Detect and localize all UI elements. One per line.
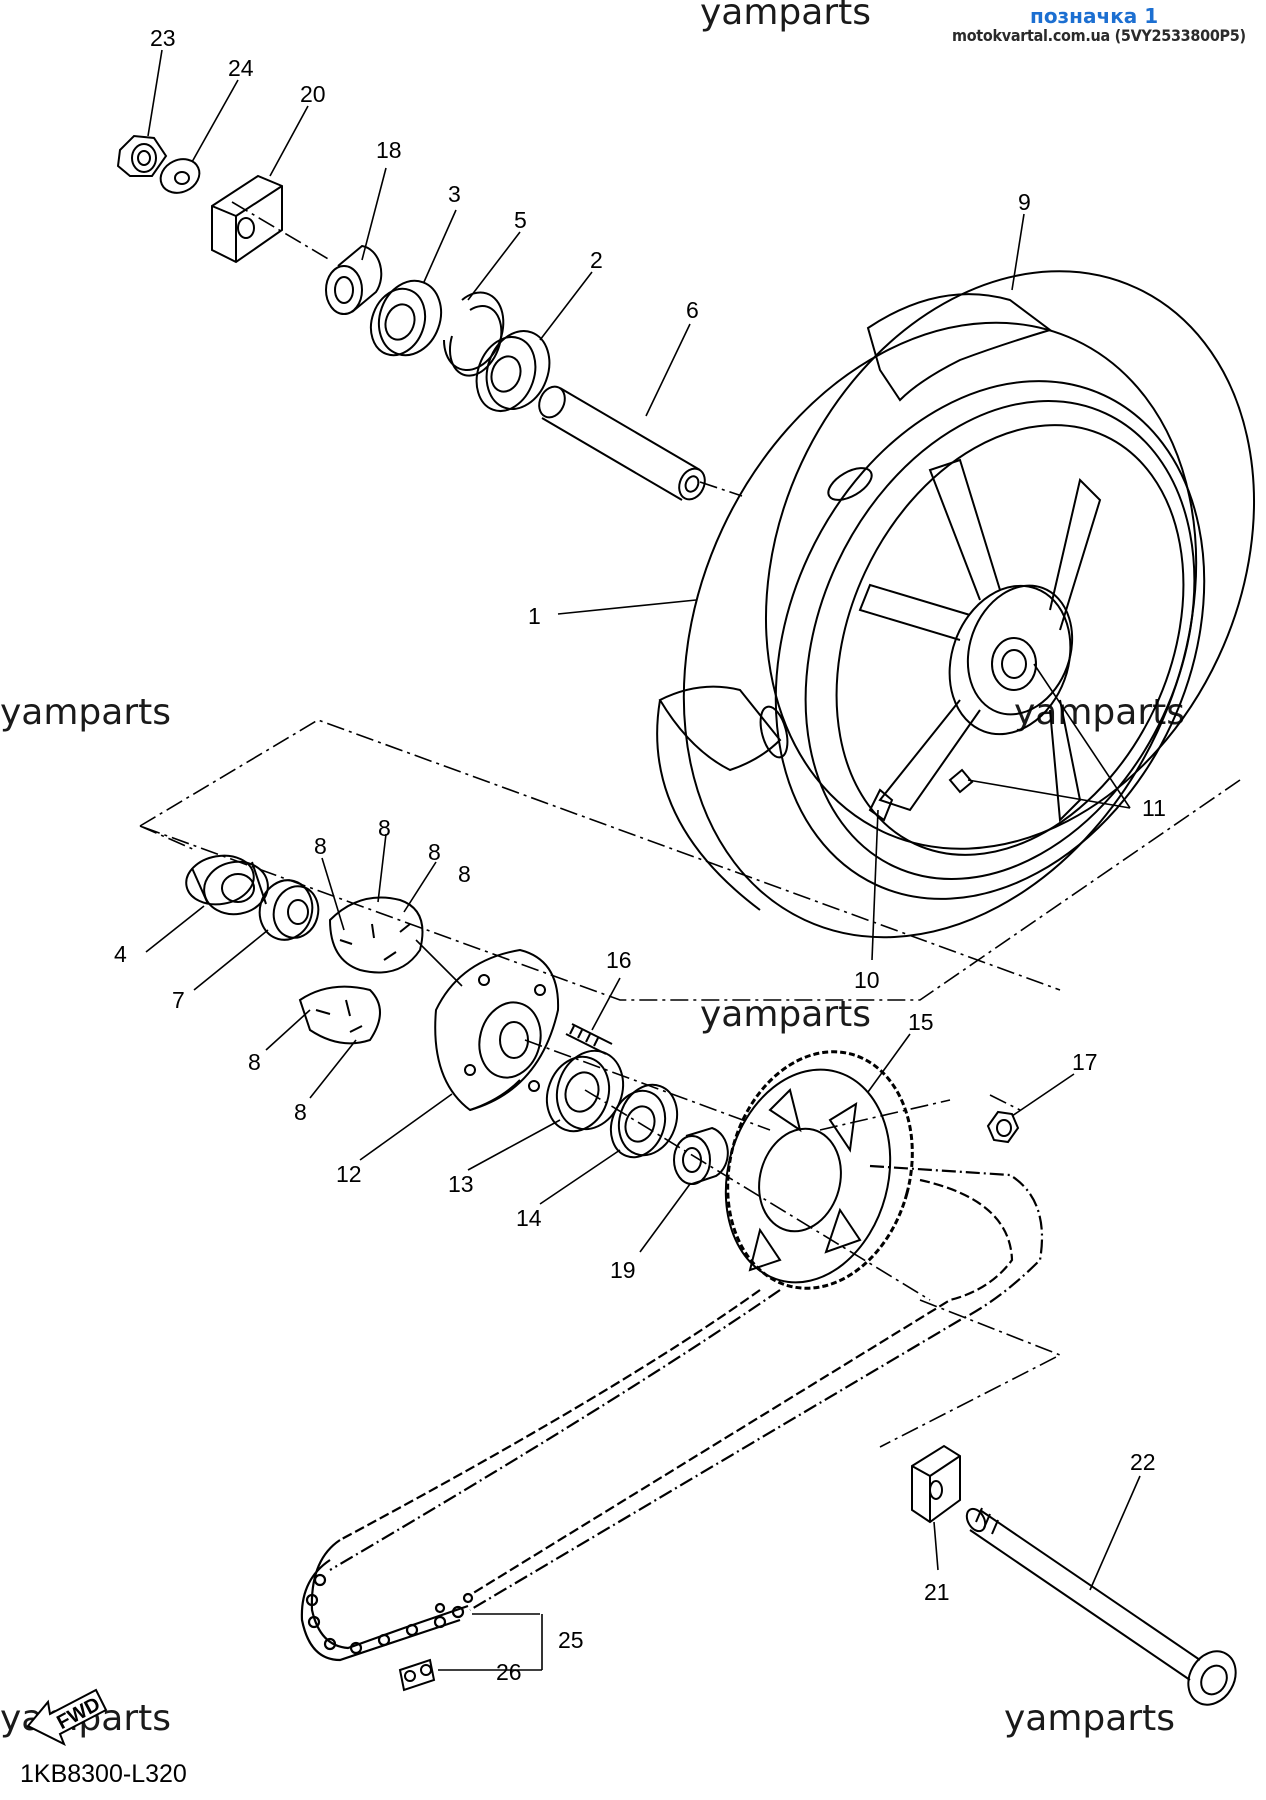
callout-8f: 8 xyxy=(294,1099,307,1125)
nut-part-23 xyxy=(116,134,168,177)
watermark-left: yamparts xyxy=(0,692,172,733)
watermark-bottom-right: yamparts xyxy=(1004,1698,1176,1739)
callout-7: 7 xyxy=(172,987,185,1013)
callout-26: 26 xyxy=(496,1659,522,1685)
callout-8c: 8 xyxy=(428,839,441,865)
washer-part-24 xyxy=(159,158,201,194)
callout-14: 14 xyxy=(516,1205,542,1231)
callout-8d: 8 xyxy=(458,861,471,887)
header-site: motokvartal.com.ua (5VY2533800P5) xyxy=(952,26,1246,45)
callout-10: 10 xyxy=(854,967,880,993)
collar-part-19 xyxy=(673,1126,729,1185)
bearing-part-4 xyxy=(185,854,269,916)
watermark-middle: yamparts xyxy=(700,994,872,1035)
callout-4: 4 xyxy=(114,941,127,967)
callout-11: 11 xyxy=(1142,795,1166,821)
collar-part-18 xyxy=(325,244,383,315)
callout-17: 17 xyxy=(1072,1049,1098,1075)
bearing-part-13 xyxy=(545,1049,625,1133)
assembly-axes xyxy=(139,201,1241,1448)
watermark-top: yamparts xyxy=(700,0,872,33)
diagram-code: 1KB8300-L320 xyxy=(20,1760,187,1788)
chain-puller-part-21 xyxy=(911,1444,961,1524)
oil-seal-part-3 xyxy=(369,279,443,357)
wheel-axle-part-22 xyxy=(965,1507,1237,1706)
callout-22: 22 xyxy=(1130,1449,1156,1475)
fwd-arrow-icon: FWD xyxy=(26,1688,108,1746)
damper-part-8 xyxy=(298,896,424,1045)
callout-24: 24 xyxy=(228,55,254,81)
collar-part-7 xyxy=(258,879,320,941)
callout-3: 3 xyxy=(448,181,461,207)
leader-lines xyxy=(145,49,1141,1671)
chain-puller-part-20 xyxy=(211,174,283,264)
callout-20: 20 xyxy=(300,81,326,107)
callout-labels: 23 24 20 18 3 5 2 6 9 1 11 10 4 7 8 8 8 … xyxy=(114,25,1166,1685)
callout-9: 9 xyxy=(1018,189,1031,215)
callout-13: 13 xyxy=(448,1171,474,1197)
wheel-assembly xyxy=(656,270,1255,939)
driven-flange-part-12 xyxy=(434,948,560,1112)
spacer-tube-part-6 xyxy=(538,385,706,501)
callout-23: 23 xyxy=(150,25,176,51)
callout-12: 12 xyxy=(336,1161,362,1187)
circlip-part-5 xyxy=(443,291,505,377)
callout-15: 15 xyxy=(908,1009,934,1035)
nut-part-17 xyxy=(986,1110,1020,1144)
sprocket-part-15 xyxy=(724,1050,914,1290)
callout-21: 21 xyxy=(924,1579,950,1605)
callout-2: 2 xyxy=(590,247,603,273)
callout-8e: 8 xyxy=(248,1049,261,1075)
callout-5: 5 xyxy=(514,207,527,233)
stud-bolt-part-16 xyxy=(565,1023,613,1055)
bearing-part-2 xyxy=(475,330,551,412)
drive-chain xyxy=(300,1164,1044,1662)
callout-18: 18 xyxy=(376,137,402,163)
callout-19: 19 xyxy=(610,1257,636,1283)
callout-8a: 8 xyxy=(314,833,327,859)
callout-6: 6 xyxy=(686,297,699,323)
master-link-part-26 xyxy=(398,1658,436,1692)
header-title: позначка 1 xyxy=(1030,4,1159,28)
callout-16: 16 xyxy=(606,947,632,973)
callout-8b: 8 xyxy=(378,815,391,841)
oil-seal-part-14 xyxy=(609,1083,679,1159)
callout-25: 25 xyxy=(558,1627,584,1653)
callout-1: 1 xyxy=(528,603,541,629)
watermark-wheel: yamparts xyxy=(1014,692,1186,733)
